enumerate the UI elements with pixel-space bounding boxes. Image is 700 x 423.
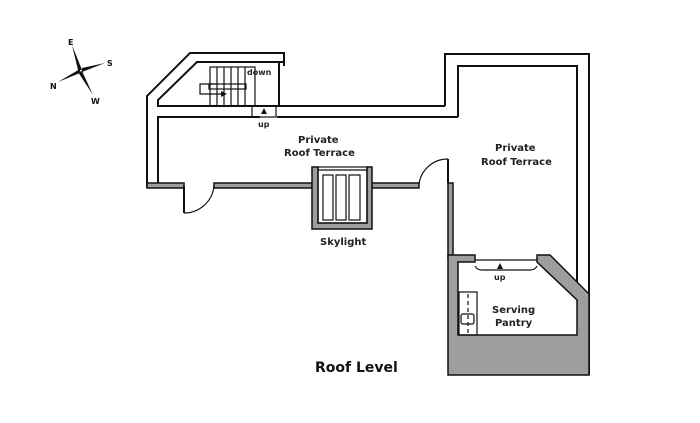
terrace-parapet — [146, 182, 420, 189]
skylight-label: Skylight — [320, 237, 367, 248]
pantry-name-line2: Pantry — [495, 318, 533, 329]
left-terrace-name-line1: Private — [298, 135, 339, 146]
up-arrow-icon — [261, 108, 267, 114]
pantry-name-line1: Serving — [492, 305, 535, 316]
arrow-icon — [221, 91, 227, 97]
left-terrace-name-line2: Roof Terrace — [284, 148, 355, 159]
right-terrace-name-line2: Roof Terrace — [481, 157, 552, 168]
plan-title: Roof Level — [315, 360, 398, 376]
door-right — [418, 158, 454, 259]
door-left — [183, 185, 215, 214]
stair-down-label: down — [247, 68, 272, 77]
compass-west-label: W — [91, 97, 100, 106]
serving-pantry: up Serving Pantry — [447, 254, 590, 376]
compass-north-label: N — [50, 82, 57, 91]
compass-east-label: E — [68, 38, 73, 47]
skylight: Skylight — [311, 166, 373, 248]
up-arrow-icon — [497, 263, 503, 269]
compass-rose-icon: E S N W — [50, 38, 113, 106]
stair-down: down up — [199, 66, 277, 129]
right-terrace-name-line1: Private — [495, 143, 536, 154]
sink-counter — [458, 291, 478, 336]
compass-south-label: S — [107, 59, 113, 68]
stair-up-terrace-label: up — [258, 120, 270, 129]
left-terrace-walls — [146, 52, 590, 375]
stair-up-pantry-label: up — [494, 273, 506, 282]
